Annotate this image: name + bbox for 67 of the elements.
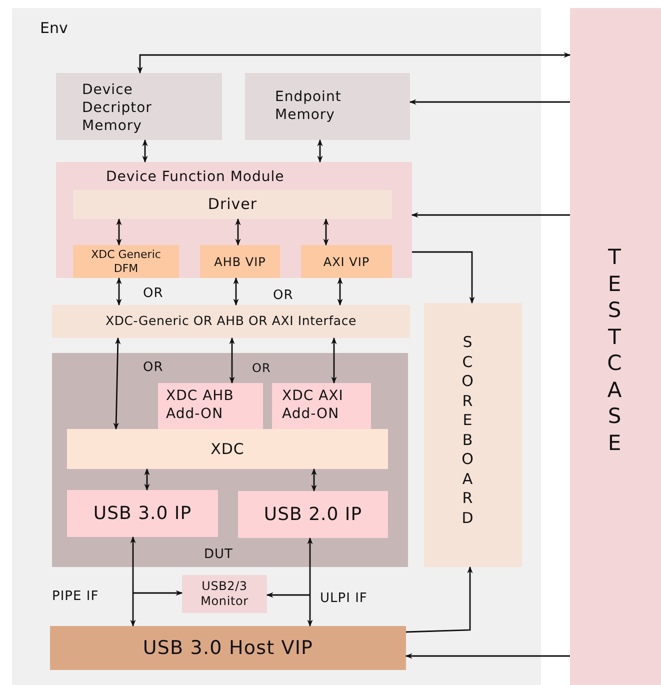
arrow xyxy=(235,218,241,246)
node-label: USB 3.0 Host VIP xyxy=(142,636,314,661)
ip-box xyxy=(238,491,388,538)
vip-box xyxy=(200,245,280,278)
node-label: Device Function Module xyxy=(106,169,284,185)
node-label: Device Decriptor Memory xyxy=(82,82,152,134)
node-label: XDC AXI Add-ON xyxy=(282,388,344,422)
arrow xyxy=(229,337,235,384)
arrow xyxy=(133,590,183,596)
arrow xyxy=(412,251,475,304)
vip-box xyxy=(301,245,392,278)
arrow xyxy=(337,277,343,306)
node-label: XDC xyxy=(210,438,244,460)
node-label: Endpoint Memory xyxy=(275,89,342,123)
driver-box xyxy=(73,190,392,219)
add-on-box xyxy=(158,383,263,429)
vertical-title: SCOREBOARD xyxy=(462,333,474,526)
arrow xyxy=(233,277,239,306)
node-label: USB 3.0 IP xyxy=(93,502,192,526)
testcase-panel xyxy=(570,8,661,685)
arrow xyxy=(130,536,136,627)
arrow xyxy=(137,52,571,74)
node-label: XDC Generic DFM xyxy=(90,248,162,276)
monitor-box xyxy=(182,575,267,613)
vertical-title: TESTCASE xyxy=(607,245,622,454)
dfm-box xyxy=(73,245,179,278)
node-label: AHB VIP xyxy=(214,254,266,270)
ip-box xyxy=(67,490,218,537)
arrow xyxy=(116,218,122,246)
or-label: OR xyxy=(273,287,294,305)
node-label: AXI VIP xyxy=(323,254,370,270)
arrow xyxy=(331,337,337,384)
arrow xyxy=(307,537,313,627)
arrow xyxy=(323,218,329,246)
or-label: OR xyxy=(143,285,164,303)
or-label: OR xyxy=(252,360,271,377)
arrow xyxy=(142,139,148,163)
dut-box xyxy=(52,353,408,567)
node-label: USB 2.0 IP xyxy=(264,503,362,527)
arrow xyxy=(317,139,323,163)
interface-bar xyxy=(52,305,410,338)
arrow xyxy=(116,277,122,306)
xdc-box xyxy=(67,429,388,469)
module-box xyxy=(56,162,412,278)
arrow xyxy=(406,566,473,633)
node-label: Driver xyxy=(208,194,258,216)
node-label: XDC-Generic OR AHB OR AXI Interface xyxy=(105,312,357,330)
node-label: Env xyxy=(40,19,68,37)
memory-box xyxy=(56,73,222,140)
node-label: XDC AHB Add-ON xyxy=(166,388,234,422)
scoreboard-panel xyxy=(424,303,522,567)
memory-box xyxy=(245,73,410,140)
node-label: DUT xyxy=(204,546,233,562)
arrow xyxy=(266,592,310,598)
add-on-box xyxy=(272,383,371,429)
arrow xyxy=(409,99,570,105)
arrow xyxy=(144,468,150,491)
env-panel xyxy=(12,8,541,685)
node-label: USB2/3 Monitor xyxy=(200,579,250,609)
or-label: OR xyxy=(143,359,164,377)
host-vip-box xyxy=(50,626,406,670)
arrow xyxy=(405,653,570,659)
interface-label: PIPE IF xyxy=(52,588,99,606)
interface-label: ULPI IF xyxy=(320,590,368,608)
arrow xyxy=(113,337,121,430)
arrow xyxy=(311,468,317,492)
arrow xyxy=(411,212,570,218)
